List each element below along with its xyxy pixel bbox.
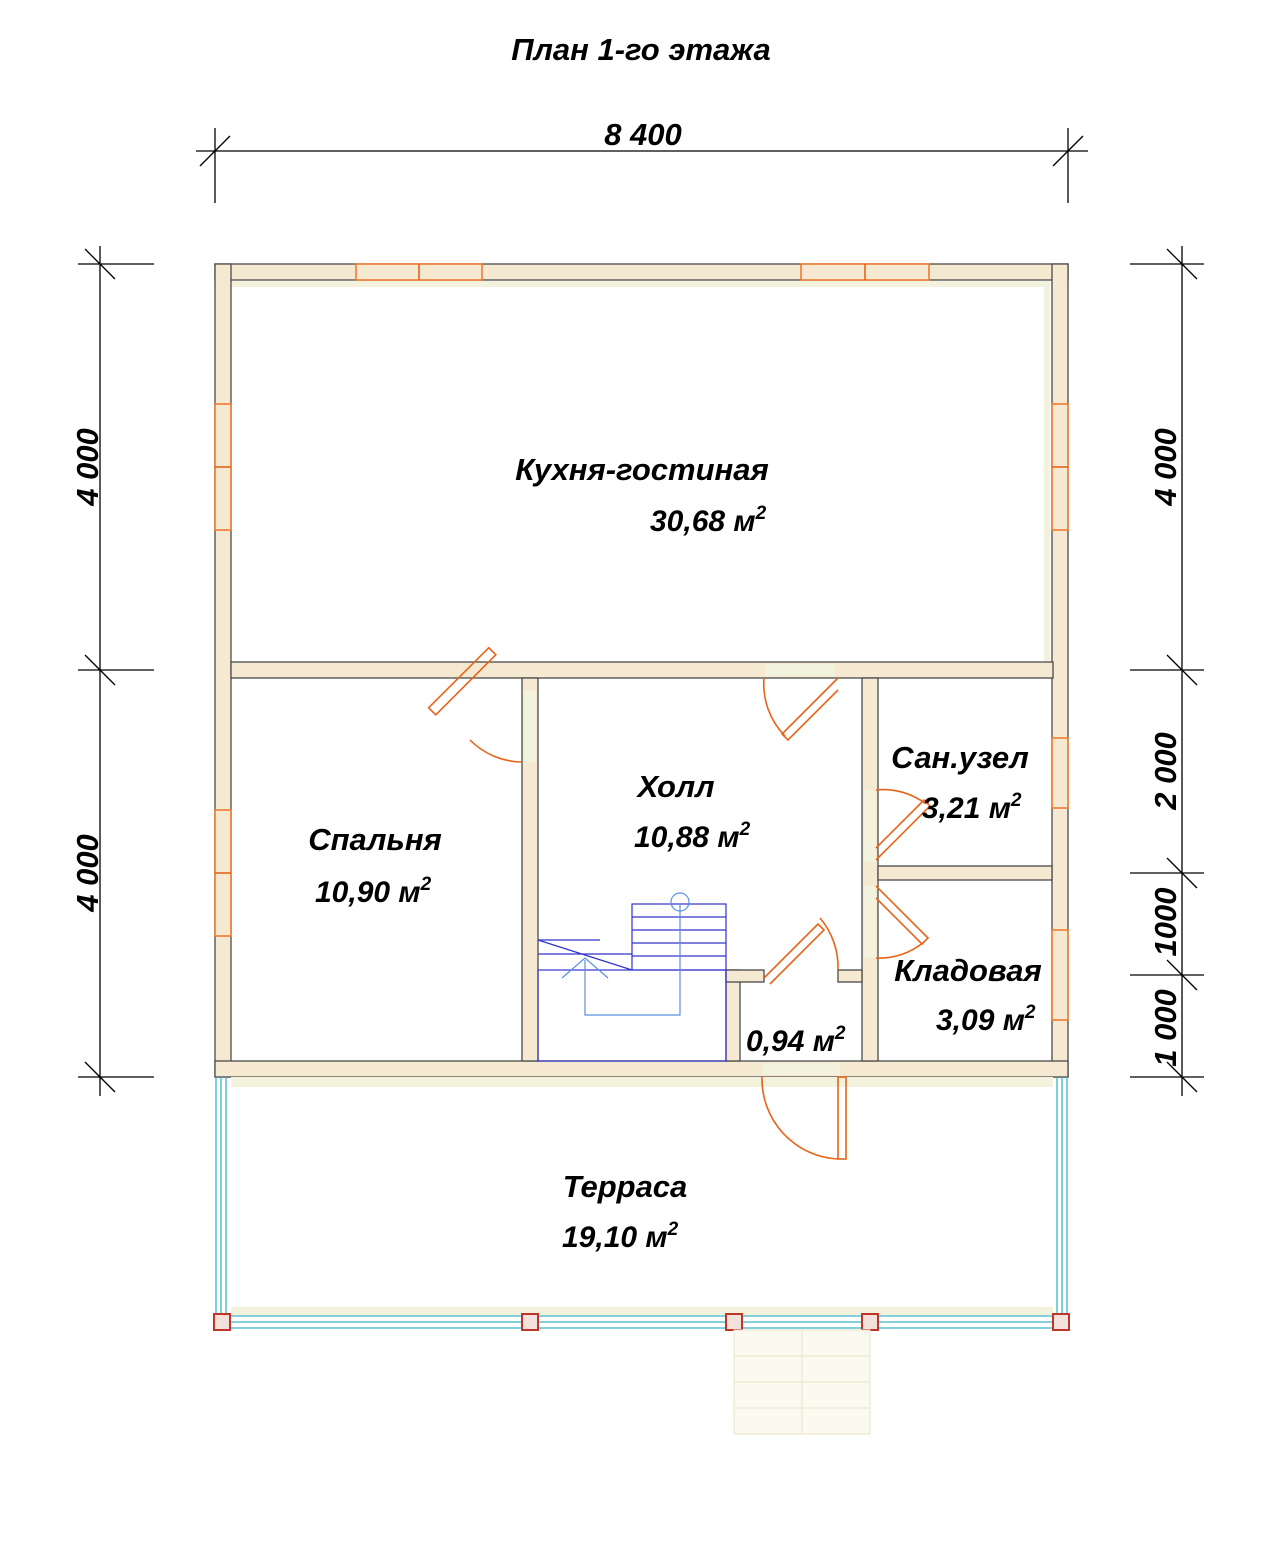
terrace-railing (213, 1077, 1070, 1331)
dimension-right-small: 1000 (1148, 888, 1183, 957)
terrace-area: 19,10 м2 (562, 1219, 679, 1254)
plan-title: План 1-го этажа (511, 32, 770, 67)
storage-area: 3,09 м2 (936, 1002, 1036, 1037)
windows (214, 263, 1069, 1021)
kitchen-name: Кухня-гостиная (515, 452, 768, 487)
bedroom-area: 10,90 м2 (315, 874, 432, 909)
entrance-steps (733, 1329, 871, 1435)
room-kitchen-label: Кухня-гостиная 30,68 м2 (515, 452, 768, 538)
kitchen-area: 30,68 м2 (650, 503, 767, 538)
dimension-left-lower: 4 000 (70, 834, 105, 913)
terrace-name: Терраса (563, 1169, 688, 1204)
hall-area: 10,88 м2 (634, 819, 751, 854)
dimension-right-mid: 2 000 (1148, 732, 1183, 811)
room-storage-label: Кладовая 3,09 м2 (894, 953, 1042, 1037)
room-bedroom-label: Спальня 10,90 м2 (308, 822, 442, 909)
staircase (537, 892, 727, 1062)
dimension-right: 4 000 2 000 1000 1 000 (1130, 246, 1204, 1096)
dimension-right-upper: 4 000 (1148, 428, 1183, 507)
vestibule-area: 0,94 м2 (746, 1023, 846, 1058)
dimension-right-bottom: 1 000 (1148, 989, 1183, 1067)
hall-name: Холл (635, 769, 714, 804)
dimension-left-upper: 4 000 (70, 428, 105, 507)
storage-name: Кладовая (894, 953, 1042, 988)
room-terrace-label: Терраса 19,10 м2 (562, 1169, 687, 1254)
doors (427, 646, 932, 1160)
dimension-left: 4 000 4 000 (70, 246, 154, 1096)
dimension-top: 8 400 (196, 117, 1088, 203)
room-bathroom-label: Сан.узел 3,21 м2 (891, 740, 1029, 825)
bathroom-name: Сан.узел (891, 740, 1029, 775)
room-vestibule-label: 0,94 м2 (746, 1023, 846, 1058)
dimension-top-label: 8 400 (604, 117, 682, 152)
bathroom-area: 3,21 м2 (922, 790, 1022, 825)
bedroom-name: Спальня (308, 822, 442, 857)
room-hall-label: Холл 10,88 м2 (634, 769, 751, 854)
